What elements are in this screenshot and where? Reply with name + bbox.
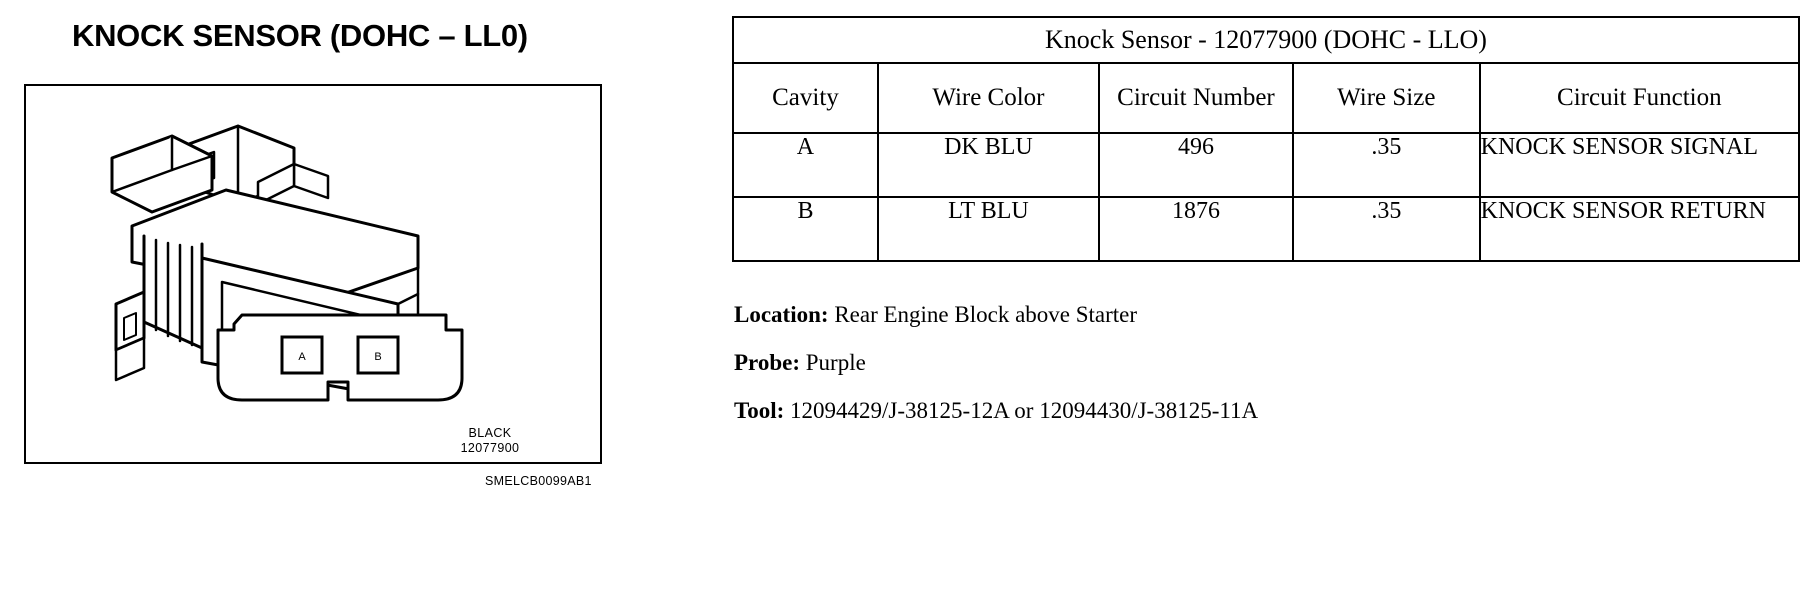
cavity-b-label: B (374, 351, 381, 363)
connector-illustration-panel: KNOCK SENSOR (DOHC – LL0) (0, 0, 720, 608)
connector-part-number: 12077900 (460, 441, 520, 455)
table-row: B LT BLU 1876 .35 KNOCK SENSOR RETURN (732, 196, 1801, 262)
row-1-circuit-function: KNOCK SENSOR RETURN (1478, 196, 1801, 262)
location-label: Location: (734, 302, 829, 327)
row-1-wire-size: .35 (1291, 196, 1481, 262)
probe-value: Purple (805, 350, 866, 375)
detail-row-tool: Tool: 12094429/J-38125-12A or 12094430/J… (734, 398, 1794, 424)
terminal-face-view (216, 313, 464, 402)
cavity-b-box (356, 335, 400, 375)
row-1-cavity: B (732, 196, 879, 262)
column-header-circuit-number: Circuit Number (1097, 62, 1294, 134)
row-0-wire-color: DK BLU (876, 132, 1100, 198)
row-0-circuit-number: 496 (1097, 132, 1294, 198)
illustration-frame: A B (24, 84, 602, 464)
pinout-panel: Knock Sensor - 12077900 (DOHC - LLO) Cav… (730, 0, 1808, 608)
detail-row-probe: Probe: Purple (734, 350, 1794, 376)
tool-label: Tool: (734, 398, 785, 423)
location-value: Rear Engine Block above Starter (834, 302, 1138, 327)
cavity-a-box (280, 335, 324, 375)
detail-row-location: Location: Rear Engine Block above Starte… (734, 302, 1794, 328)
column-header-wire-color: Wire Color (876, 62, 1100, 134)
row-0-wire-size: .35 (1291, 132, 1481, 198)
connector-details: Location: Rear Engine Block above Starte… (734, 302, 1794, 446)
row-0-cavity: A (732, 132, 879, 198)
column-header-wire-size: Wire Size (1291, 62, 1481, 134)
probe-label: Probe: (734, 350, 801, 375)
column-header-circuit-function: Circuit Function (1478, 62, 1801, 134)
tool-value: 12094429/J-38125-12A or 12094430/J-38125… (790, 398, 1259, 423)
figure-id-label: SMELCB0099AB1 (485, 474, 592, 488)
table-title: Knock Sensor - 12077900 (DOHC - LLO) (732, 16, 1800, 64)
table-title-row: Knock Sensor - 12077900 (DOHC - LLO) (732, 16, 1800, 64)
row-1-wire-color: LT BLU (876, 196, 1100, 262)
connector-color-label: BLACK (468, 426, 512, 440)
column-header-cavity: Cavity (732, 62, 879, 134)
cavity-a-label: A (298, 351, 306, 363)
connector-pinout-table: Knock Sensor - 12077900 (DOHC - LLO) Cav… (732, 16, 1801, 262)
table-header-row: Cavity Wire Color Circuit Number Wire Si… (732, 62, 1801, 134)
connector-body-drawing: A B (110, 124, 464, 402)
table-row: A DK BLU 496 .35 KNOCK SENSOR SIGNAL (732, 132, 1801, 198)
row-0-circuit-function: KNOCK SENSOR SIGNAL (1478, 132, 1801, 198)
connector-caption: BLACK 12077900 (405, 426, 575, 456)
page-title: KNOCK SENSOR (DOHC – LL0) (72, 18, 528, 53)
row-1-circuit-number: 1876 (1097, 196, 1294, 262)
